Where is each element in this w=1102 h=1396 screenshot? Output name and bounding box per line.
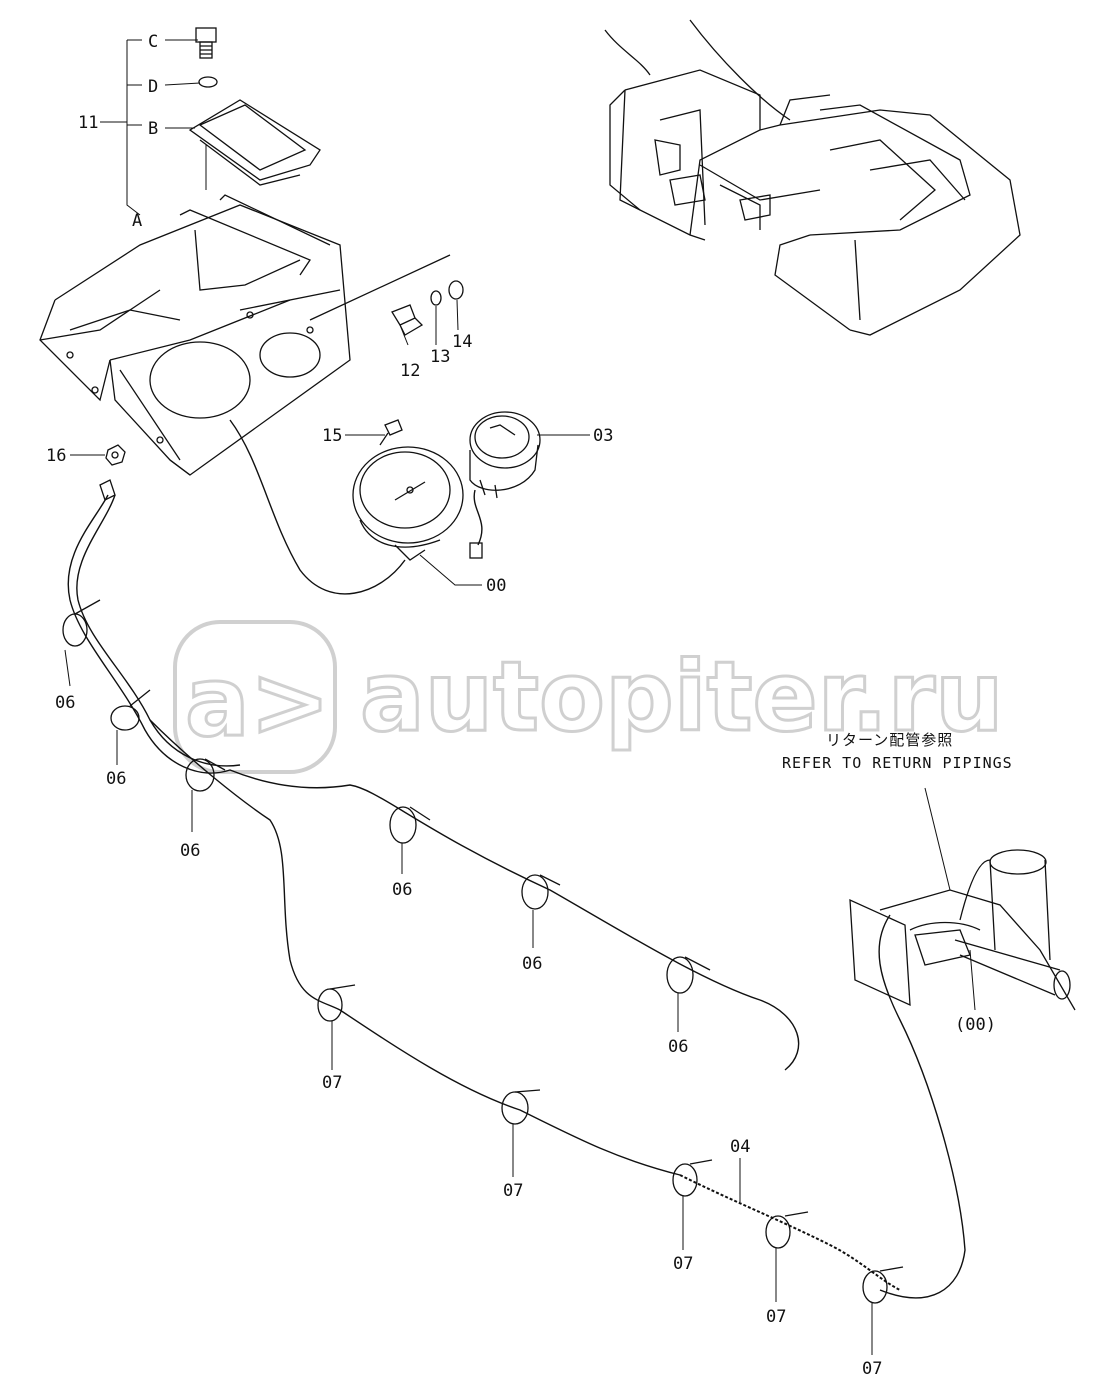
callout-00: 00 <box>486 576 506 596</box>
gauge-wire-00 <box>229 419 406 595</box>
callout-07-5: 07 <box>862 1359 882 1379</box>
bolt-c-icon <box>195 27 217 59</box>
callout-13: 13 <box>430 347 450 367</box>
note-japanese: リターン配管参照 <box>826 731 953 749</box>
callout-07-1: 07 <box>322 1073 342 1093</box>
bolt-12-icon <box>391 304 424 336</box>
callout-06-1: 06 <box>55 693 75 713</box>
callout-04: 04 <box>730 1137 750 1157</box>
watermark-site-text: autopiter.ru <box>360 641 1003 753</box>
callout-06-2: 06 <box>106 769 126 789</box>
callout-06-6: 06 <box>668 1037 688 1057</box>
callout-12: 12 <box>400 361 420 381</box>
callout-14: 14 <box>452 332 472 352</box>
washer-d-icon <box>198 76 218 88</box>
harness-wire-06b <box>76 494 241 767</box>
gauge-03 <box>469 411 541 499</box>
cover-plate-b <box>188 99 321 186</box>
callout-07-4: 07 <box>766 1307 786 1327</box>
callout-labels: C D B 11 A 12 13 14 15 16 03 00 06 06 06… <box>46 32 996 1379</box>
callout-07-2: 07 <box>503 1181 523 1201</box>
return-line <box>878 914 966 1299</box>
connector-03-icon <box>469 542 483 559</box>
clamp-06-icons <box>62 599 711 994</box>
callout-c: C <box>148 32 158 52</box>
callout-a: A <box>132 211 142 231</box>
harness-wire-07 <box>149 719 681 1176</box>
return-pipe-detail <box>849 849 1076 1011</box>
clamp-07-icons <box>317 984 904 1304</box>
callout-d: D <box>148 77 158 97</box>
callout-06-5: 06 <box>522 954 542 974</box>
instrument-panel-bracket <box>39 194 451 476</box>
return-piping-note: リターン配管参照 REFER TO RETURN PIPINGS <box>782 731 1013 772</box>
watermark: a> autopiter.ru <box>173 620 1005 774</box>
callout-06-3: 06 <box>180 841 200 861</box>
nut-16-icon <box>105 444 126 466</box>
callout-06-4: 06 <box>392 880 412 900</box>
callout-b: B <box>148 119 158 139</box>
callout-07-3: 07 <box>673 1254 693 1274</box>
callout-03: 03 <box>593 426 613 446</box>
callout-15: 15 <box>322 426 342 446</box>
watermark-logo-text: a> <box>185 646 330 758</box>
washer-13-icon <box>430 290 442 306</box>
temperature-gauge-00 <box>352 446 464 561</box>
note-english: REFER TO RETURN PIPINGS <box>782 754 1013 772</box>
harness-wire-06a <box>67 494 800 1071</box>
leader-lines <box>64 39 976 1355</box>
screw-15-icon <box>379 419 403 446</box>
console-overview-drawing <box>604 19 1021 336</box>
gauge-wire-03 <box>473 489 483 546</box>
callout-16: 16 <box>46 446 66 466</box>
callout-11: 11 <box>78 113 98 133</box>
washer-14-icon <box>448 280 464 300</box>
watermark-logo-frame <box>173 620 337 774</box>
callout-00-paren: (00) <box>955 1015 996 1035</box>
